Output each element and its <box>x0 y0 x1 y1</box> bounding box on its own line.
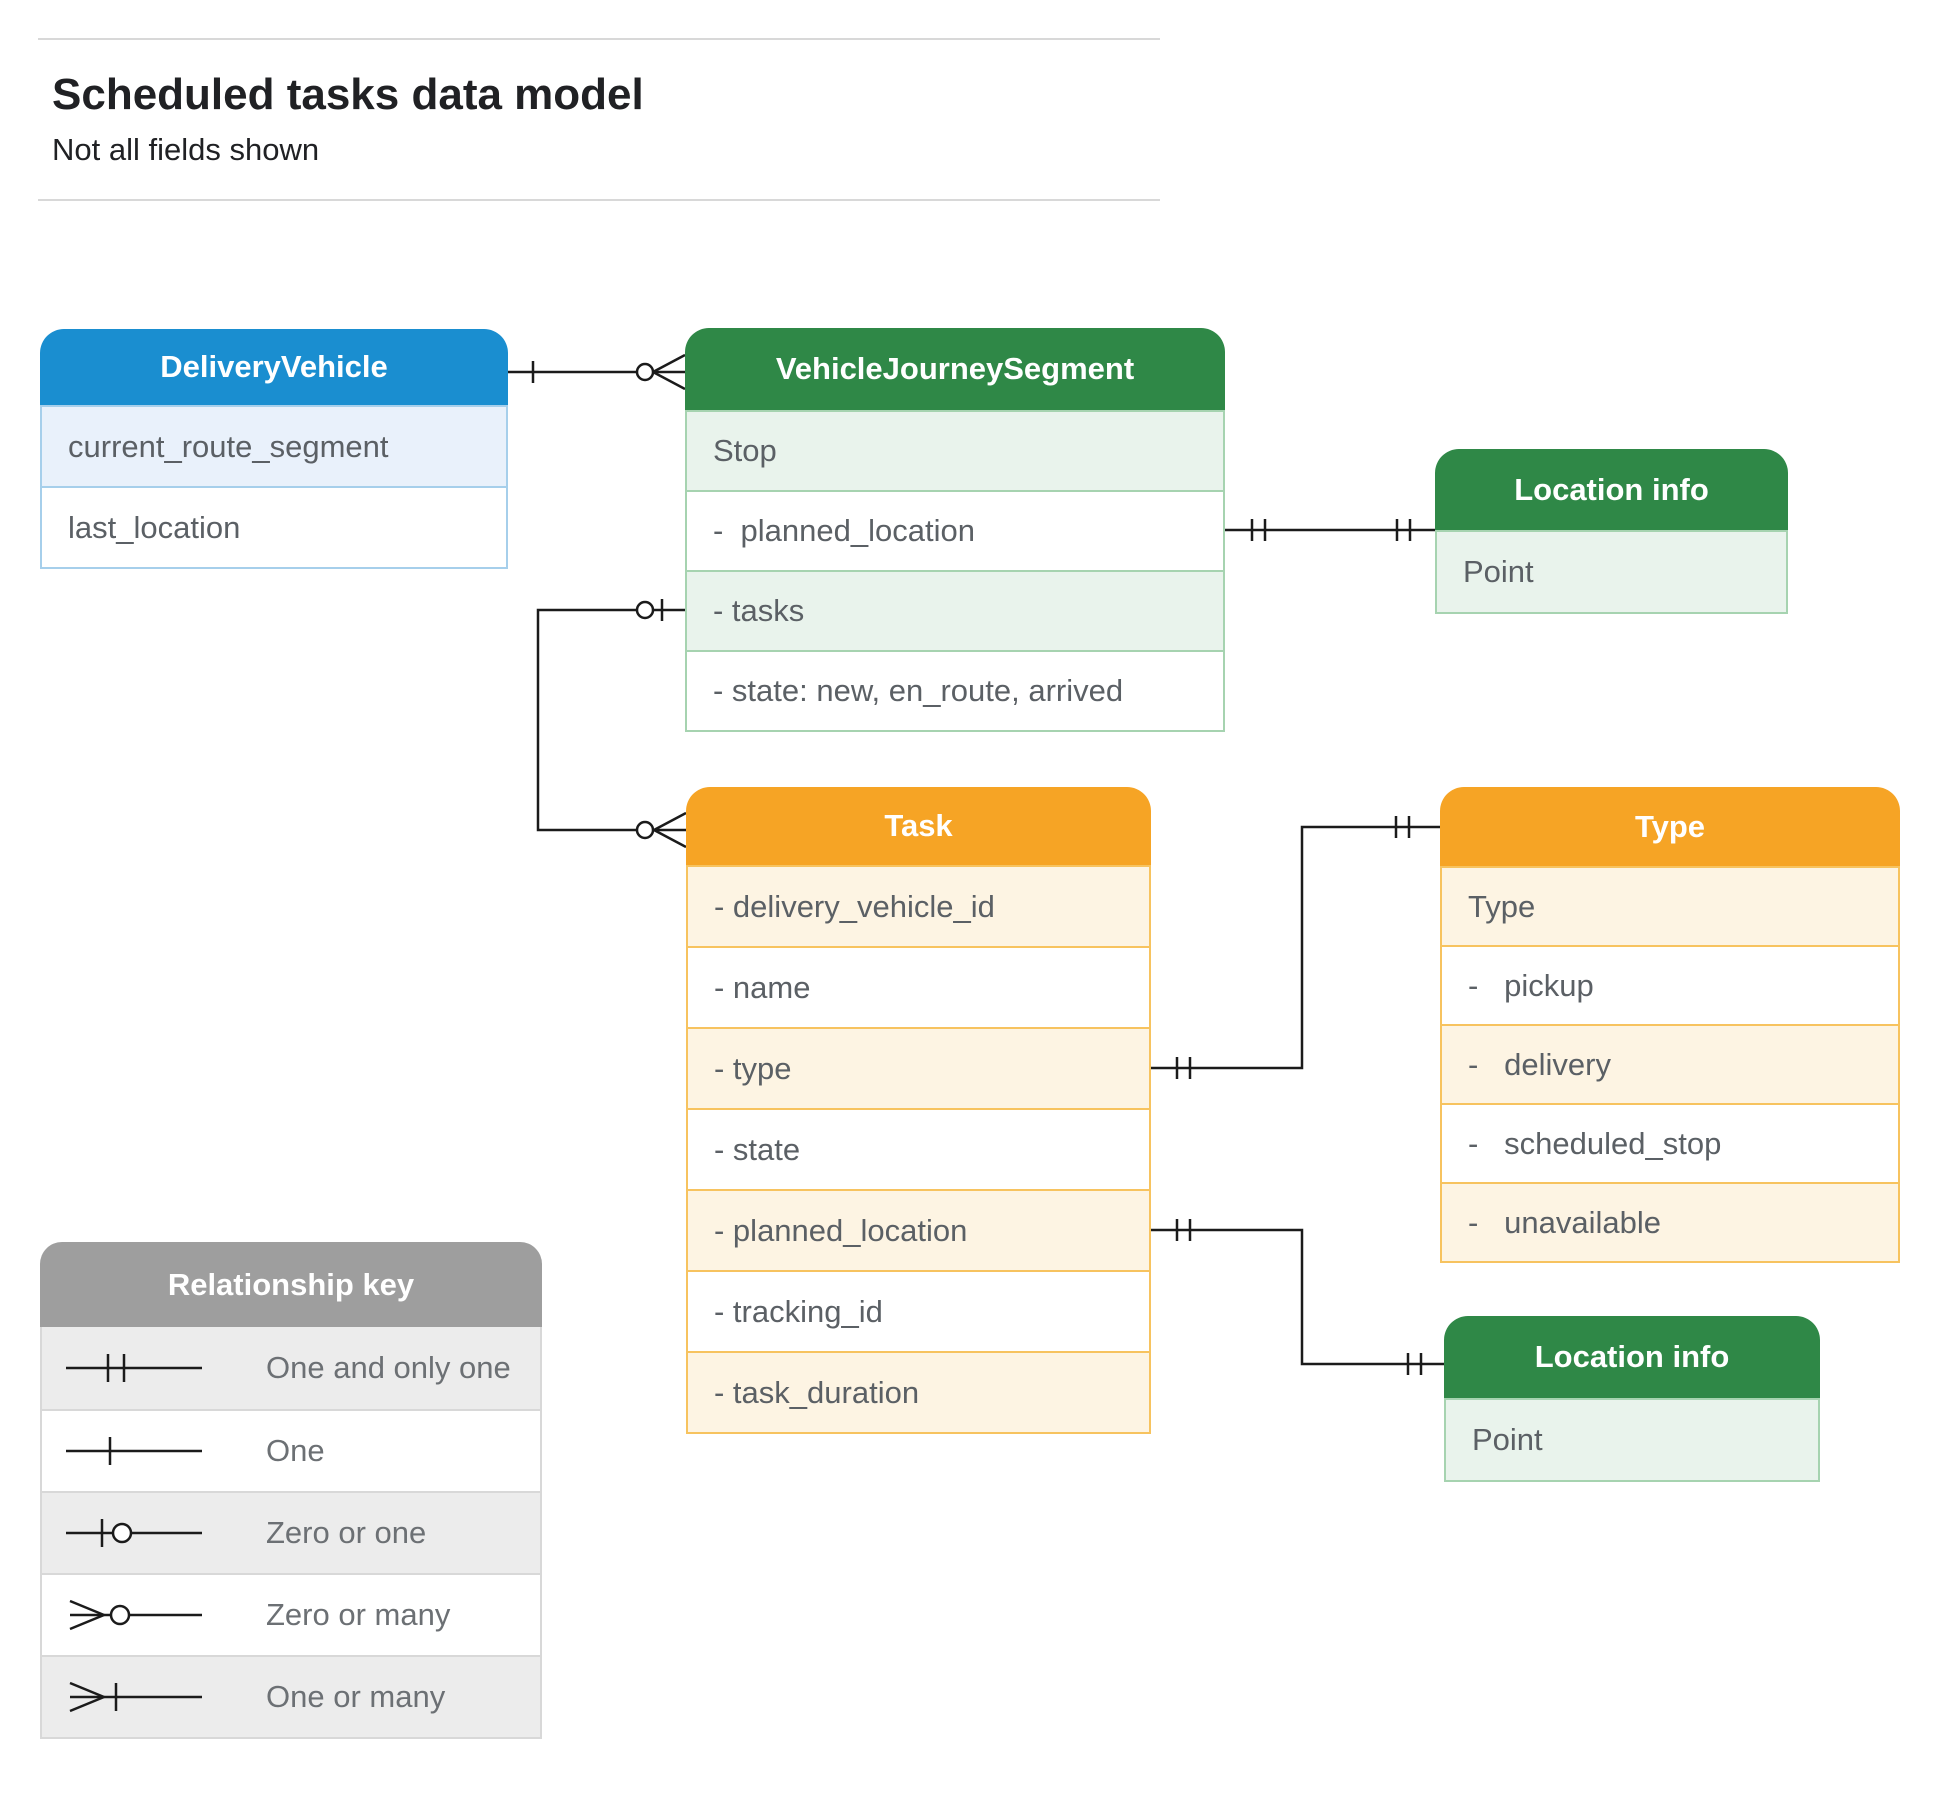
page-subtitle: Not all fields shown <box>52 132 320 167</box>
entity-title-location-info-top: Location info <box>1435 449 1788 530</box>
relationship-task-plannedlocation-to-locationinfo <box>1151 1219 1444 1375</box>
entity-rows-type: Type- pickup- delivery- scheduled_stop- … <box>1440 866 1900 1263</box>
relationship-vehiclejourneysegment-plannedlocation-to-locationinfo <box>1225 519 1435 541</box>
entity-row: - delivery <box>1442 1024 1898 1103</box>
one-and-only-one-icon <box>66 1354 202 1382</box>
entity-row: Type <box>1442 866 1898 945</box>
entity-row: Point <box>1437 530 1786 612</box>
one-icon <box>66 1437 202 1465</box>
entity-row: - pickup <box>1442 945 1898 1024</box>
entity-row: - planned_location <box>687 490 1223 570</box>
legend-label: Zero or one <box>266 1515 427 1550</box>
subtitle-divider <box>38 199 1160 201</box>
top-divider <box>38 38 1160 40</box>
entity-rows-location-info-bottom: Point <box>1444 1398 1820 1482</box>
relationship-key-title: Relationship key <box>40 1242 542 1327</box>
entity-row: Point <box>1446 1398 1818 1480</box>
entity-row: Stop <box>687 410 1223 490</box>
legend-label: One or many <box>266 1679 446 1714</box>
legend-row-one-and-only-one: One and only one <box>42 1327 540 1409</box>
entity-row: - tasks <box>687 570 1223 650</box>
entity-row: - planned_location <box>688 1189 1149 1270</box>
entity-row: - type <box>688 1027 1149 1108</box>
entity-title-delivery-vehicle: DeliveryVehicle <box>40 329 508 405</box>
relationship-vehiclejourneysegment-tasks-to-task <box>536 599 687 849</box>
entity-row: - tracking_id <box>688 1270 1149 1351</box>
relationship-task-type-to-type <box>1151 816 1440 1079</box>
many-crowfoot-symbol <box>653 811 687 849</box>
entity-title-type: Type <box>1440 787 1900 866</box>
legend-label: One and only one <box>266 1350 511 1385</box>
entity-rows-vehicle-journey-segment: Stop- planned_location- tasks- state: ne… <box>685 410 1225 732</box>
many-crowfoot-symbol <box>652 353 686 391</box>
entity-row: current_route_segment <box>42 405 506 486</box>
legend-row-zero-or-many: Zero or many <box>42 1573 540 1655</box>
zero-or-many-icon <box>69 1599 202 1631</box>
legend-row-one: One <box>42 1409 540 1491</box>
entity-task: Task- delivery_vehicle_id- name- type- s… <box>686 787 1151 1434</box>
entity-row: - state: new, en_route, arrived <box>687 650 1223 730</box>
entity-row: - unavailable <box>1442 1182 1898 1261</box>
entity-title-location-info-bottom: Location info <box>1444 1316 1820 1398</box>
zero-circle-symbol <box>635 820 655 840</box>
legend-label: Zero or many <box>266 1597 451 1632</box>
legend-label: One <box>266 1433 325 1468</box>
entity-row: last_location <box>42 486 506 567</box>
entity-row: - name <box>688 946 1149 1027</box>
one-or-many-icon <box>69 1681 202 1713</box>
entity-row: - task_duration <box>688 1351 1149 1432</box>
page-title: Scheduled tasks data model <box>52 70 644 119</box>
zero-circle-symbol <box>635 362 655 382</box>
legend-row-zero-or-one: Zero or one <box>42 1491 540 1573</box>
relationship-deliveryvehicle-to-vehiclejourneysegment <box>508 353 686 391</box>
entity-title-task: Task <box>686 787 1151 865</box>
entity-title-vehicle-journey-segment: VehicleJourneySegment <box>685 328 1225 410</box>
zero-circle-symbol <box>635 600 655 620</box>
entity-rows-location-info-top: Point <box>1435 530 1788 614</box>
zero-or-one-icon <box>66 1519 202 1547</box>
entity-rows-task: - delivery_vehicle_id- name- type- state… <box>686 865 1151 1434</box>
entity-row: - delivery_vehicle_id <box>688 865 1149 946</box>
entity-row: - state <box>688 1108 1149 1189</box>
legend-row-one-or-many: One or many <box>42 1655 540 1737</box>
entity-row: - scheduled_stop <box>1442 1103 1898 1182</box>
